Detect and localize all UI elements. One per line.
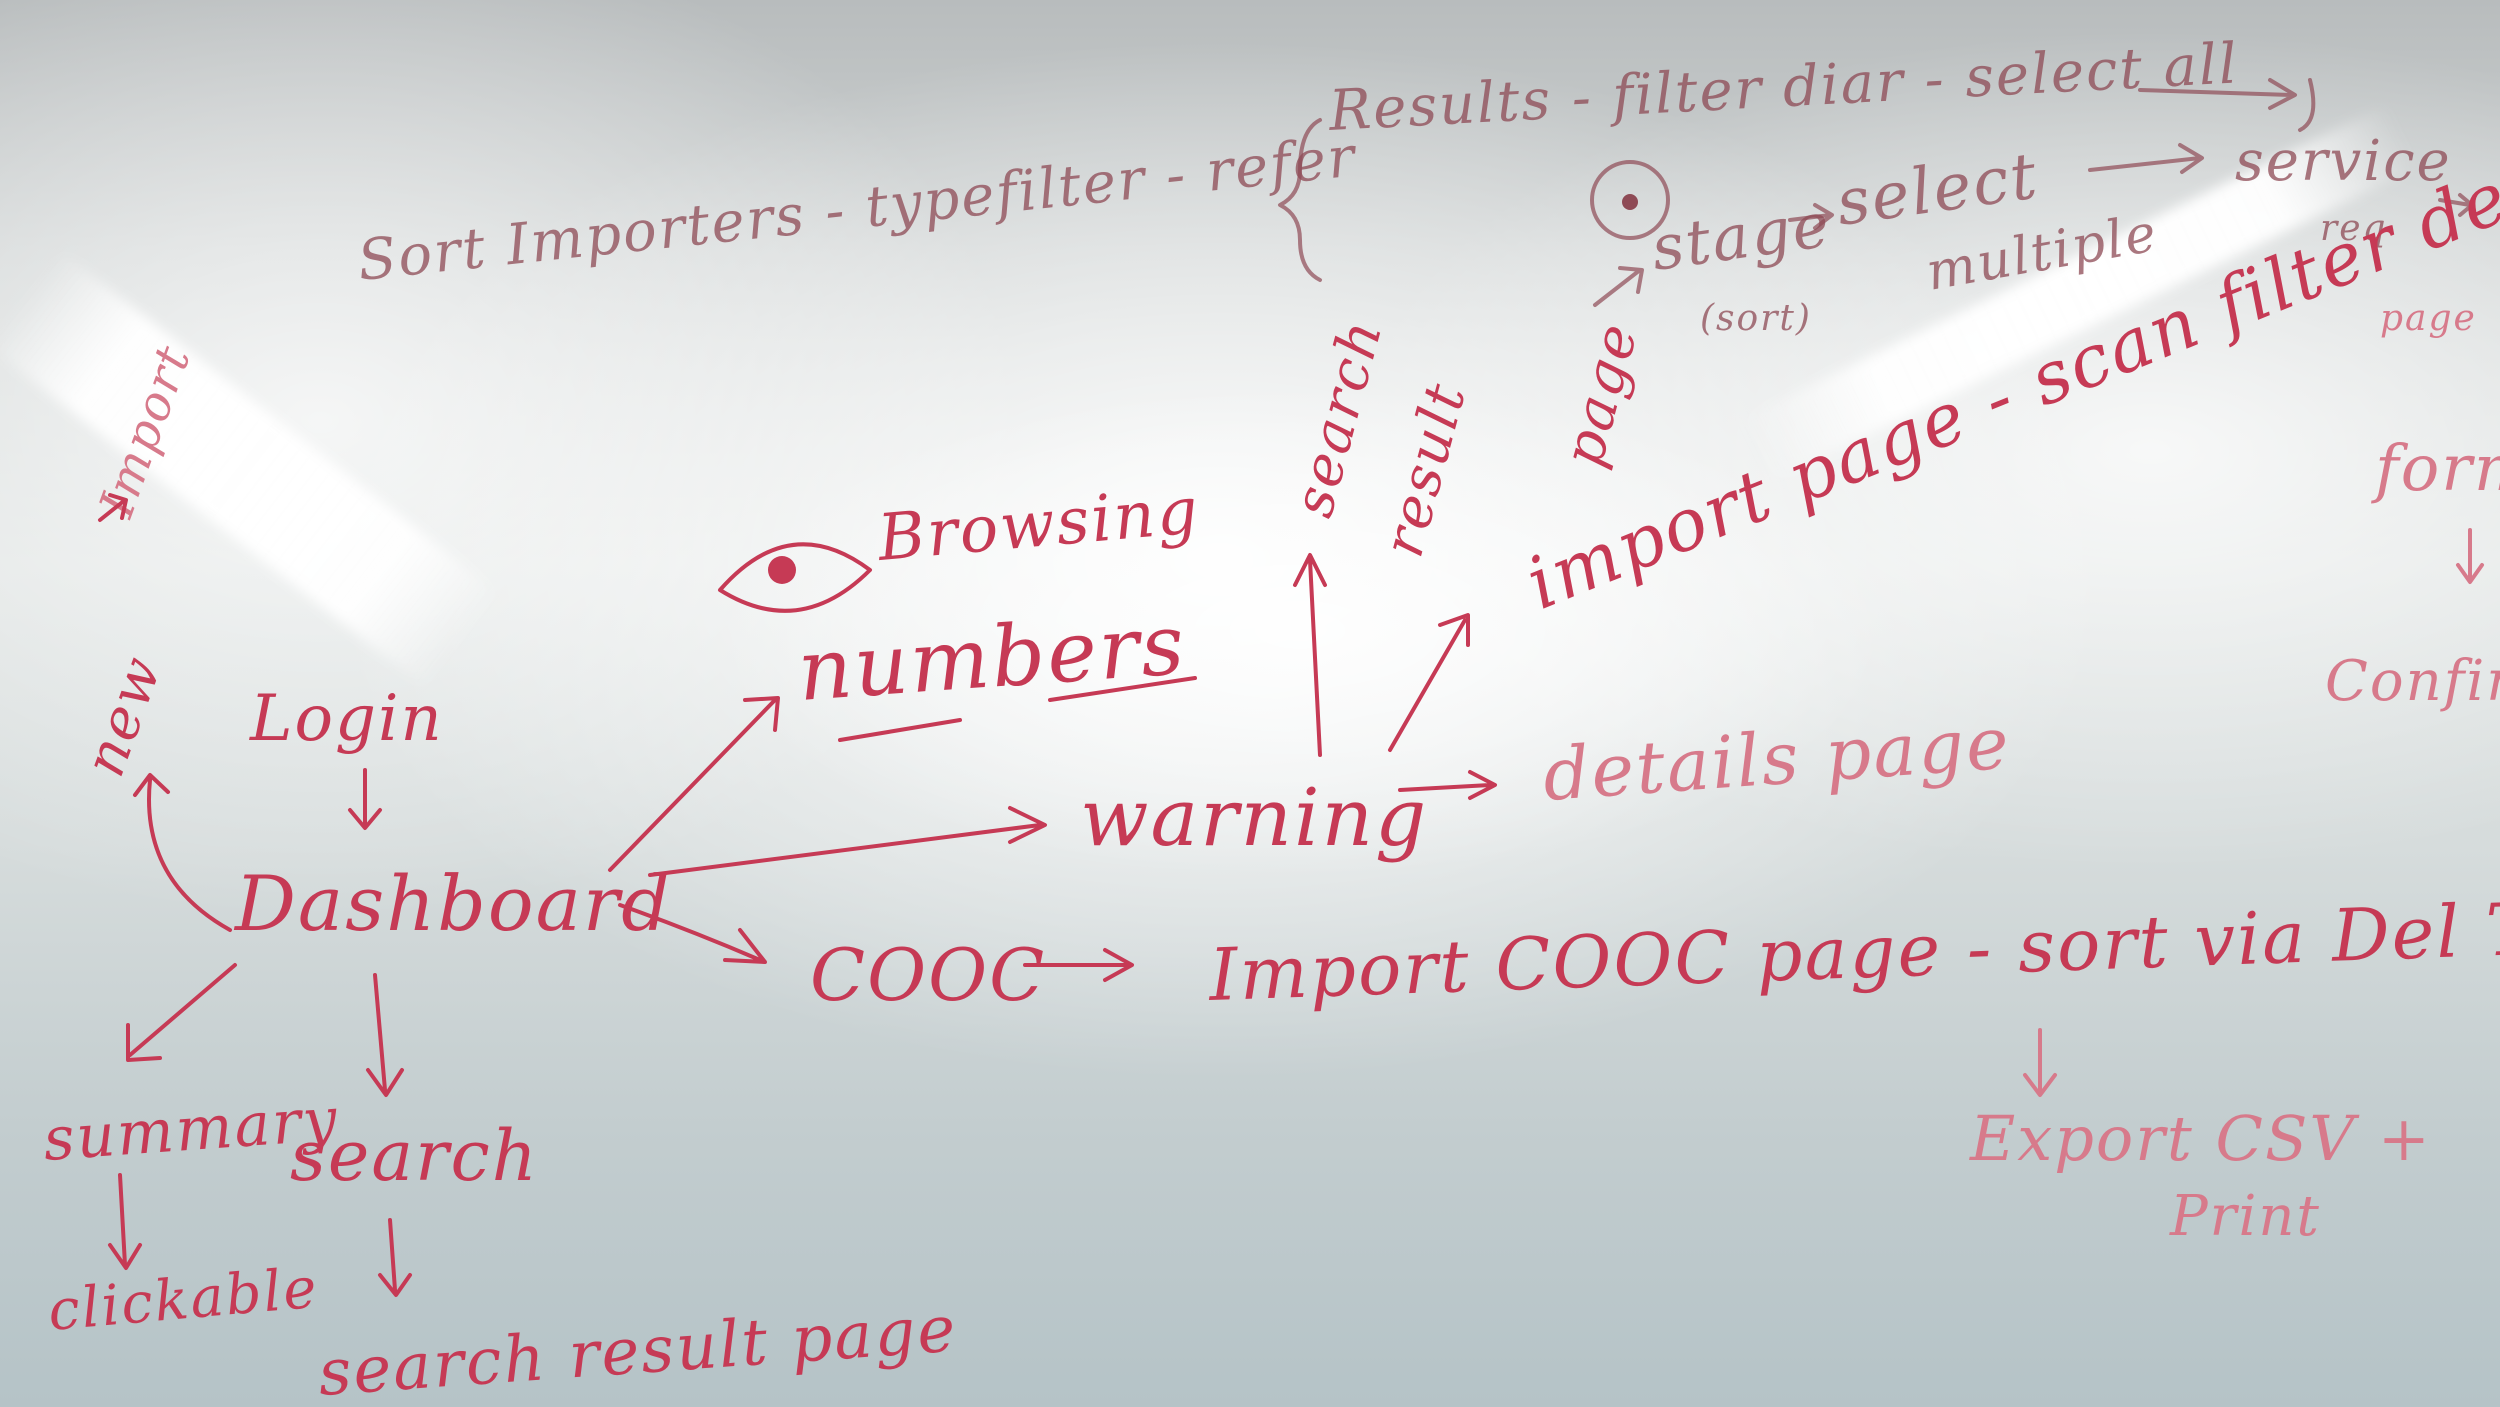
note-form: form xyxy=(2371,432,2500,506)
note-service: service xyxy=(2235,129,2452,194)
note-page: page xyxy=(2380,298,2477,339)
arrow-search-result xyxy=(378,1218,412,1297)
arrow-to-stage xyxy=(1593,266,1644,307)
note-import-vertical: Import xyxy=(88,337,202,525)
arrow-warning-details xyxy=(1398,770,1497,800)
glare xyxy=(700,380,1900,880)
arrow-dashboard-summary xyxy=(126,963,237,1062)
note-results-filter: Results - filter diar - select all xyxy=(1326,31,2240,144)
note-page-vertical: page xyxy=(1551,316,1652,474)
arrow-dashboard-cooc xyxy=(618,903,767,964)
circle-marker xyxy=(1590,160,1670,240)
arrow-cooc-import xyxy=(1023,948,1134,982)
note-result-vertical: result xyxy=(1371,376,1480,564)
arrow-summary-clickable xyxy=(108,1173,142,1270)
note-details-page: details page xyxy=(1540,701,2013,817)
arrow-sort-export xyxy=(2023,1028,2057,1097)
note-search-result-page: search result page xyxy=(316,1293,960,1407)
arrow-stage-select xyxy=(1788,203,1834,230)
arrow-dashboard-numbers xyxy=(608,696,780,872)
note-cooc: COOC xyxy=(810,933,1046,1017)
note-import-cooc: Import COOC page - sort via Del Type xyxy=(1206,882,2500,1017)
brace xyxy=(1278,118,1322,282)
arrow-form-confirm xyxy=(2456,528,2484,584)
note-confirm: Confirm xyxy=(2325,649,2500,714)
note-warning: warning xyxy=(1080,771,1428,864)
arrow-to-service xyxy=(2138,78,2316,132)
note-new: new xyxy=(72,647,175,785)
arrow-warning-importpage xyxy=(1388,613,1470,752)
arrow-new-import xyxy=(98,493,128,522)
note-dashboard: Dashboard xyxy=(233,859,672,948)
note-print: Print xyxy=(2169,1184,2321,1249)
note-sort-importers: Sort Importers - typefilter - refer xyxy=(355,124,1361,294)
eye-icon xyxy=(718,542,872,613)
note-numbers: numbers xyxy=(795,595,1189,720)
numbers-underline xyxy=(838,676,1197,742)
note-export: Export CSV + xyxy=(1969,1102,2432,1175)
arrow-select-service xyxy=(2088,143,2204,174)
note-browsing: Browsing xyxy=(874,474,1203,576)
note-service-sub: req xyxy=(2320,208,2388,249)
note-select: select xyxy=(1832,139,2043,240)
arrow-service-right xyxy=(2438,193,2474,217)
note-login: Login xyxy=(249,682,444,756)
arrow-login-dashboard xyxy=(348,768,382,830)
note-search-vertical: search xyxy=(1281,312,1396,523)
note-clickable: clickable xyxy=(46,1256,321,1344)
note-search: search xyxy=(290,1115,539,1197)
arrow-dashboard-search xyxy=(366,973,404,1097)
arrow-dashboard-new xyxy=(133,773,232,932)
eye-pupil xyxy=(768,556,796,584)
circle-dot xyxy=(1622,194,1638,210)
arrow-warning-search xyxy=(1293,553,1327,757)
note-stage: stage xyxy=(1647,188,1835,285)
arrow-dashboard-warning xyxy=(648,806,1047,877)
note-sort-small: (sort) xyxy=(1700,298,1812,339)
